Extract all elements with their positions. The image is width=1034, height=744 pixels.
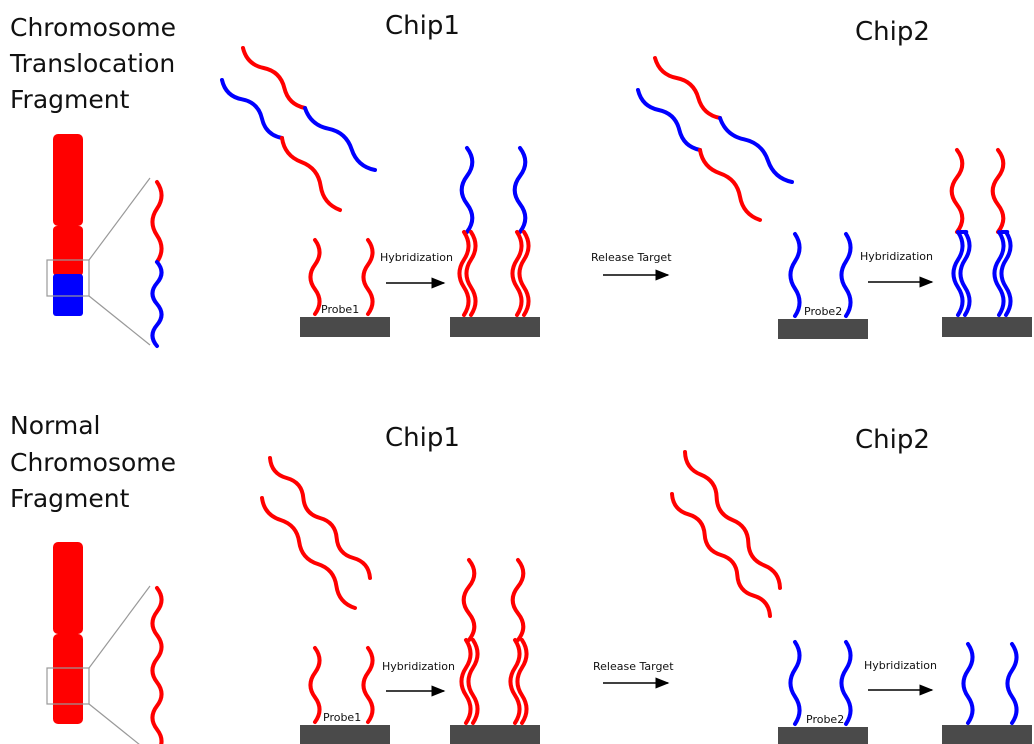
probe-strand — [999, 230, 1013, 317]
target-strand-lower — [510, 230, 524, 317]
chip1-hybridized-surface — [450, 317, 540, 337]
row-heading-line3: Fragment — [10, 484, 130, 513]
probe2-strand — [961, 642, 975, 725]
target-strand-lower — [951, 230, 965, 317]
chip1-surface — [300, 725, 390, 744]
row-heading-line1: Chromosome — [10, 13, 176, 42]
fragment-strand-blue — [150, 260, 164, 348]
incoming-target-blue — [636, 88, 702, 152]
target-strand-upper — [461, 558, 477, 642]
probe1-strand — [361, 238, 375, 316]
incoming-target-red — [698, 148, 762, 222]
fragment-strand-red — [150, 586, 164, 744]
incoming-target-red — [683, 450, 782, 590]
chromosome-arm-top — [53, 134, 83, 226]
incoming-target-blue — [220, 78, 284, 140]
row-heading-line3: Fragment — [10, 85, 130, 114]
incoming-target-blue — [718, 116, 794, 184]
zoom-line-bottom — [88, 703, 140, 744]
row-translocation: Chromosome Translocation Fragment Chip1 … — [9, 11, 933, 318]
probe2-strand — [839, 232, 853, 318]
chromosome-translocated-segment — [53, 274, 83, 316]
probe1-strand — [308, 238, 322, 316]
probe2-strand — [788, 232, 802, 318]
zoom-box — [46, 667, 90, 705]
probe1-label: Probe1 — [323, 711, 361, 724]
probe1-strand — [308, 646, 322, 724]
chip2-hybridized-surface — [942, 725, 1032, 744]
chromosome-arm-bottom-red — [53, 226, 83, 276]
probe1-label: Probe1 — [321, 303, 359, 316]
target-strand-lower — [508, 638, 522, 725]
incoming-target-blue — [303, 106, 377, 172]
hybridization-label-1: Hybridization — [380, 251, 453, 264]
row-normal: Normal Chromosome Fragment Chip1 Chip2 H… — [10, 411, 937, 726]
fragment-strand-red — [150, 180, 164, 264]
chip1-surface — [300, 317, 390, 337]
target-strand-upper — [949, 148, 965, 234]
row-heading-line1: Normal — [10, 411, 100, 440]
hybridization-label-2: Hybridization — [864, 659, 937, 672]
target-strand-lower — [457, 230, 471, 317]
incoming-target-red — [280, 136, 342, 212]
probe2-strand — [788, 640, 802, 726]
probe2-label: Probe2 — [806, 713, 844, 726]
hybridization-label-2: Hybridization — [860, 250, 933, 263]
target-strand-upper — [512, 146, 528, 234]
incoming-target-red — [670, 492, 772, 618]
chip2-title: Chip2 — [855, 17, 930, 47]
zoom-line-top — [88, 177, 151, 261]
incoming-target-red — [260, 496, 357, 610]
chip2-surface — [778, 319, 868, 339]
probe-strand — [515, 638, 529, 725]
diagram-graphics — [46, 46, 1032, 744]
chromosome-arm-bottom — [53, 634, 83, 724]
incoming-target-red — [241, 46, 307, 110]
target-strand-lower — [459, 638, 473, 725]
probe-strand — [958, 230, 972, 317]
incoming-target-red — [653, 56, 722, 120]
release-target-label: Release Target — [591, 251, 672, 264]
target-strand-upper — [459, 146, 475, 234]
probe2-strand — [1005, 642, 1019, 725]
probe-strand — [466, 638, 480, 725]
chromosome-arm-top — [53, 542, 83, 634]
probe2-strand — [839, 640, 853, 726]
target-strand-lower — [992, 230, 1006, 317]
row-heading-line2: Translocation — [9, 49, 175, 78]
chip1-title: Chip1 — [385, 423, 460, 453]
hybridization-label-1: Hybridization — [382, 660, 455, 673]
release-target-label: Release Target — [593, 660, 674, 673]
row-heading-line2: Chromosome — [10, 448, 176, 477]
zoom-box — [46, 259, 90, 297]
zoom-line-top — [88, 585, 151, 669]
target-strand-upper — [990, 148, 1006, 234]
probe-strand — [464, 230, 478, 317]
probe-strand — [517, 230, 531, 317]
chip2-surface — [778, 727, 868, 744]
chip1-title: Chip1 — [385, 11, 460, 41]
chip2-hybridized-surface — [942, 317, 1032, 337]
probe1-strand — [361, 646, 375, 724]
probe2-label: Probe2 — [804, 305, 842, 318]
target-strand-upper — [510, 558, 526, 642]
chip1-hybridized-surface — [450, 725, 540, 744]
chip2-title: Chip2 — [855, 425, 930, 455]
incoming-target-red — [268, 456, 372, 580]
zoom-line-bottom — [88, 295, 151, 346]
